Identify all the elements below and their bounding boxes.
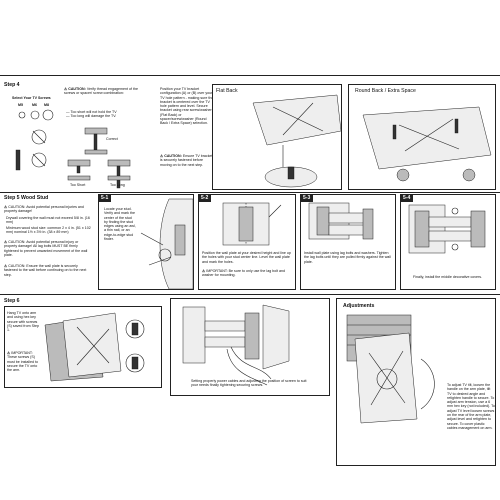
step5-caution1-text: CAUTION: Avoid potential personal injuri… bbox=[4, 205, 84, 214]
cable-panel: Setting properly power cables and adjust… bbox=[170, 298, 330, 396]
step5-caution1: ⚠ CAUTION: Avoid potential personal inju… bbox=[4, 205, 84, 214]
panel-5-2-note-text: IMPORTANT: Be sure to only use the lag b… bbox=[202, 269, 286, 278]
round-back-illustration bbox=[362, 106, 492, 182]
step4-caution2-title: CAUTION: bbox=[164, 154, 182, 158]
panel-5-1-number: 5-1 bbox=[98, 194, 112, 202]
step4-caution: ⚠ CAUTION: Verify thread engagement of t… bbox=[64, 87, 138, 96]
panel-5-1-text: Locate your stud. Verify and mark the ce… bbox=[104, 207, 136, 242]
adjustments-title: Adjustments bbox=[343, 303, 375, 309]
step4-caution-point-1: — Too short will not hold the TV bbox=[66, 110, 117, 114]
step4-caution-title: CAUTION: bbox=[68, 87, 86, 91]
adjustments-illustration bbox=[346, 314, 435, 424]
panel-5-2-note: ⚠ IMPORTANT: Be sure to only use the lag… bbox=[202, 269, 286, 278]
wall-plate-mark-illustration bbox=[222, 202, 282, 246]
stud-finder-illustration bbox=[140, 198, 194, 290]
step6-divider bbox=[0, 294, 500, 295]
step5-divider bbox=[0, 192, 500, 193]
flat-back-panel: Flat Back bbox=[212, 84, 342, 190]
step4-caution2-text: Ensure TV bracket is securely fastened b… bbox=[160, 154, 213, 167]
step4-caution2: ⚠ CAUTION: Ensure TV bracket is securely… bbox=[160, 154, 213, 167]
cable-management-illustration bbox=[182, 304, 290, 386]
screw-size-m8: M8 bbox=[44, 103, 49, 107]
step6-caption: Setting properly power cables and adjust… bbox=[191, 379, 307, 388]
panel-5-4-text: Finally, install the middle decorative c… bbox=[413, 275, 483, 279]
round-back-label: Round Back / Extra Space bbox=[355, 88, 416, 94]
step5-caution2-text: CAUTION: Avoid potential personal injury… bbox=[4, 240, 88, 257]
step5-bullet-2: Minimum wood stud size: common 2 x 4 in.… bbox=[6, 226, 91, 235]
decorative-cover-illustration bbox=[408, 204, 486, 254]
panel-5-2-number: 5-2 bbox=[198, 194, 212, 202]
panel-5-3-number: 5-3 bbox=[300, 194, 314, 202]
label-too-long: Too Long bbox=[110, 183, 125, 187]
screw-size-m5: M5 bbox=[18, 103, 23, 107]
step6-title: Step 6 bbox=[4, 298, 20, 304]
step5-caution2: ⚠ CAUTION: Avoid potential personal inju… bbox=[4, 240, 88, 257]
panel-5-2-text: Position the wall plate at your desired … bbox=[202, 251, 291, 264]
step5-caution3: ⚠ CAUTION: Ensure the wall plate is secu… bbox=[4, 264, 87, 277]
label-too-short: Too Short bbox=[70, 183, 86, 187]
wall-plate-install-illustration bbox=[308, 202, 374, 240]
flat-back-label: Flat Back bbox=[216, 88, 238, 94]
screw-size-m6: M6 bbox=[32, 103, 37, 107]
panel-5-3-text: Install wall plate using lag bolts and w… bbox=[304, 251, 391, 264]
step4-instructions: Position your TV bracket configuration (… bbox=[160, 87, 214, 126]
hang-tv-illustration bbox=[44, 312, 145, 382]
step5-caution3-text: CAUTION: Ensure the wall plate is secure… bbox=[4, 264, 87, 277]
step5-title: Step 5 Wood Stud bbox=[4, 195, 49, 201]
adjustments-text: To adjust TV tilt, loosen the handle on … bbox=[447, 383, 495, 430]
step6-important-text: IMPORTANT: These screws (S) must be inst… bbox=[7, 351, 38, 373]
flat-back-illustration bbox=[252, 94, 342, 188]
panel-5-2: 5-2 Position the wall plate at your desi… bbox=[198, 194, 296, 290]
step4-subtitle: Select Your TV Screws bbox=[12, 96, 51, 100]
step6-panel: Hang TV onto arm and using hex key secur… bbox=[4, 306, 162, 388]
step5-bullet-1: Drywall covering the wall must not excee… bbox=[6, 216, 90, 225]
panel-5-1: 5-1 Locate your stud. Verify and mark th… bbox=[98, 194, 194, 290]
step4-title: Step 4 bbox=[4, 82, 20, 88]
adjustments-panel: Adjustments To adjust TV tilt, loosen th… bbox=[336, 298, 496, 466]
round-back-panel: Round Back / Extra Space bbox=[348, 84, 496, 190]
label-correct: Correct bbox=[106, 137, 118, 141]
top-divider bbox=[0, 75, 500, 76]
step4-caution-text: Verify thread engagement of the screws o… bbox=[64, 87, 138, 96]
step6-important: ⚠ IMPORTANT: These screws (S) must be in… bbox=[7, 351, 38, 373]
step4-caution-point-2: — Too long will damage the TV. bbox=[66, 114, 117, 118]
panel-5-4-number: 5-4 bbox=[400, 194, 414, 202]
panel-5-4: 5-4 Finally, install the middle decorati… bbox=[400, 194, 496, 290]
panel-5-3: 5-3 Install wall plate using lag bolts a… bbox=[300, 194, 396, 290]
step6-text: Hang TV onto arm and using hex key secur… bbox=[7, 311, 39, 333]
